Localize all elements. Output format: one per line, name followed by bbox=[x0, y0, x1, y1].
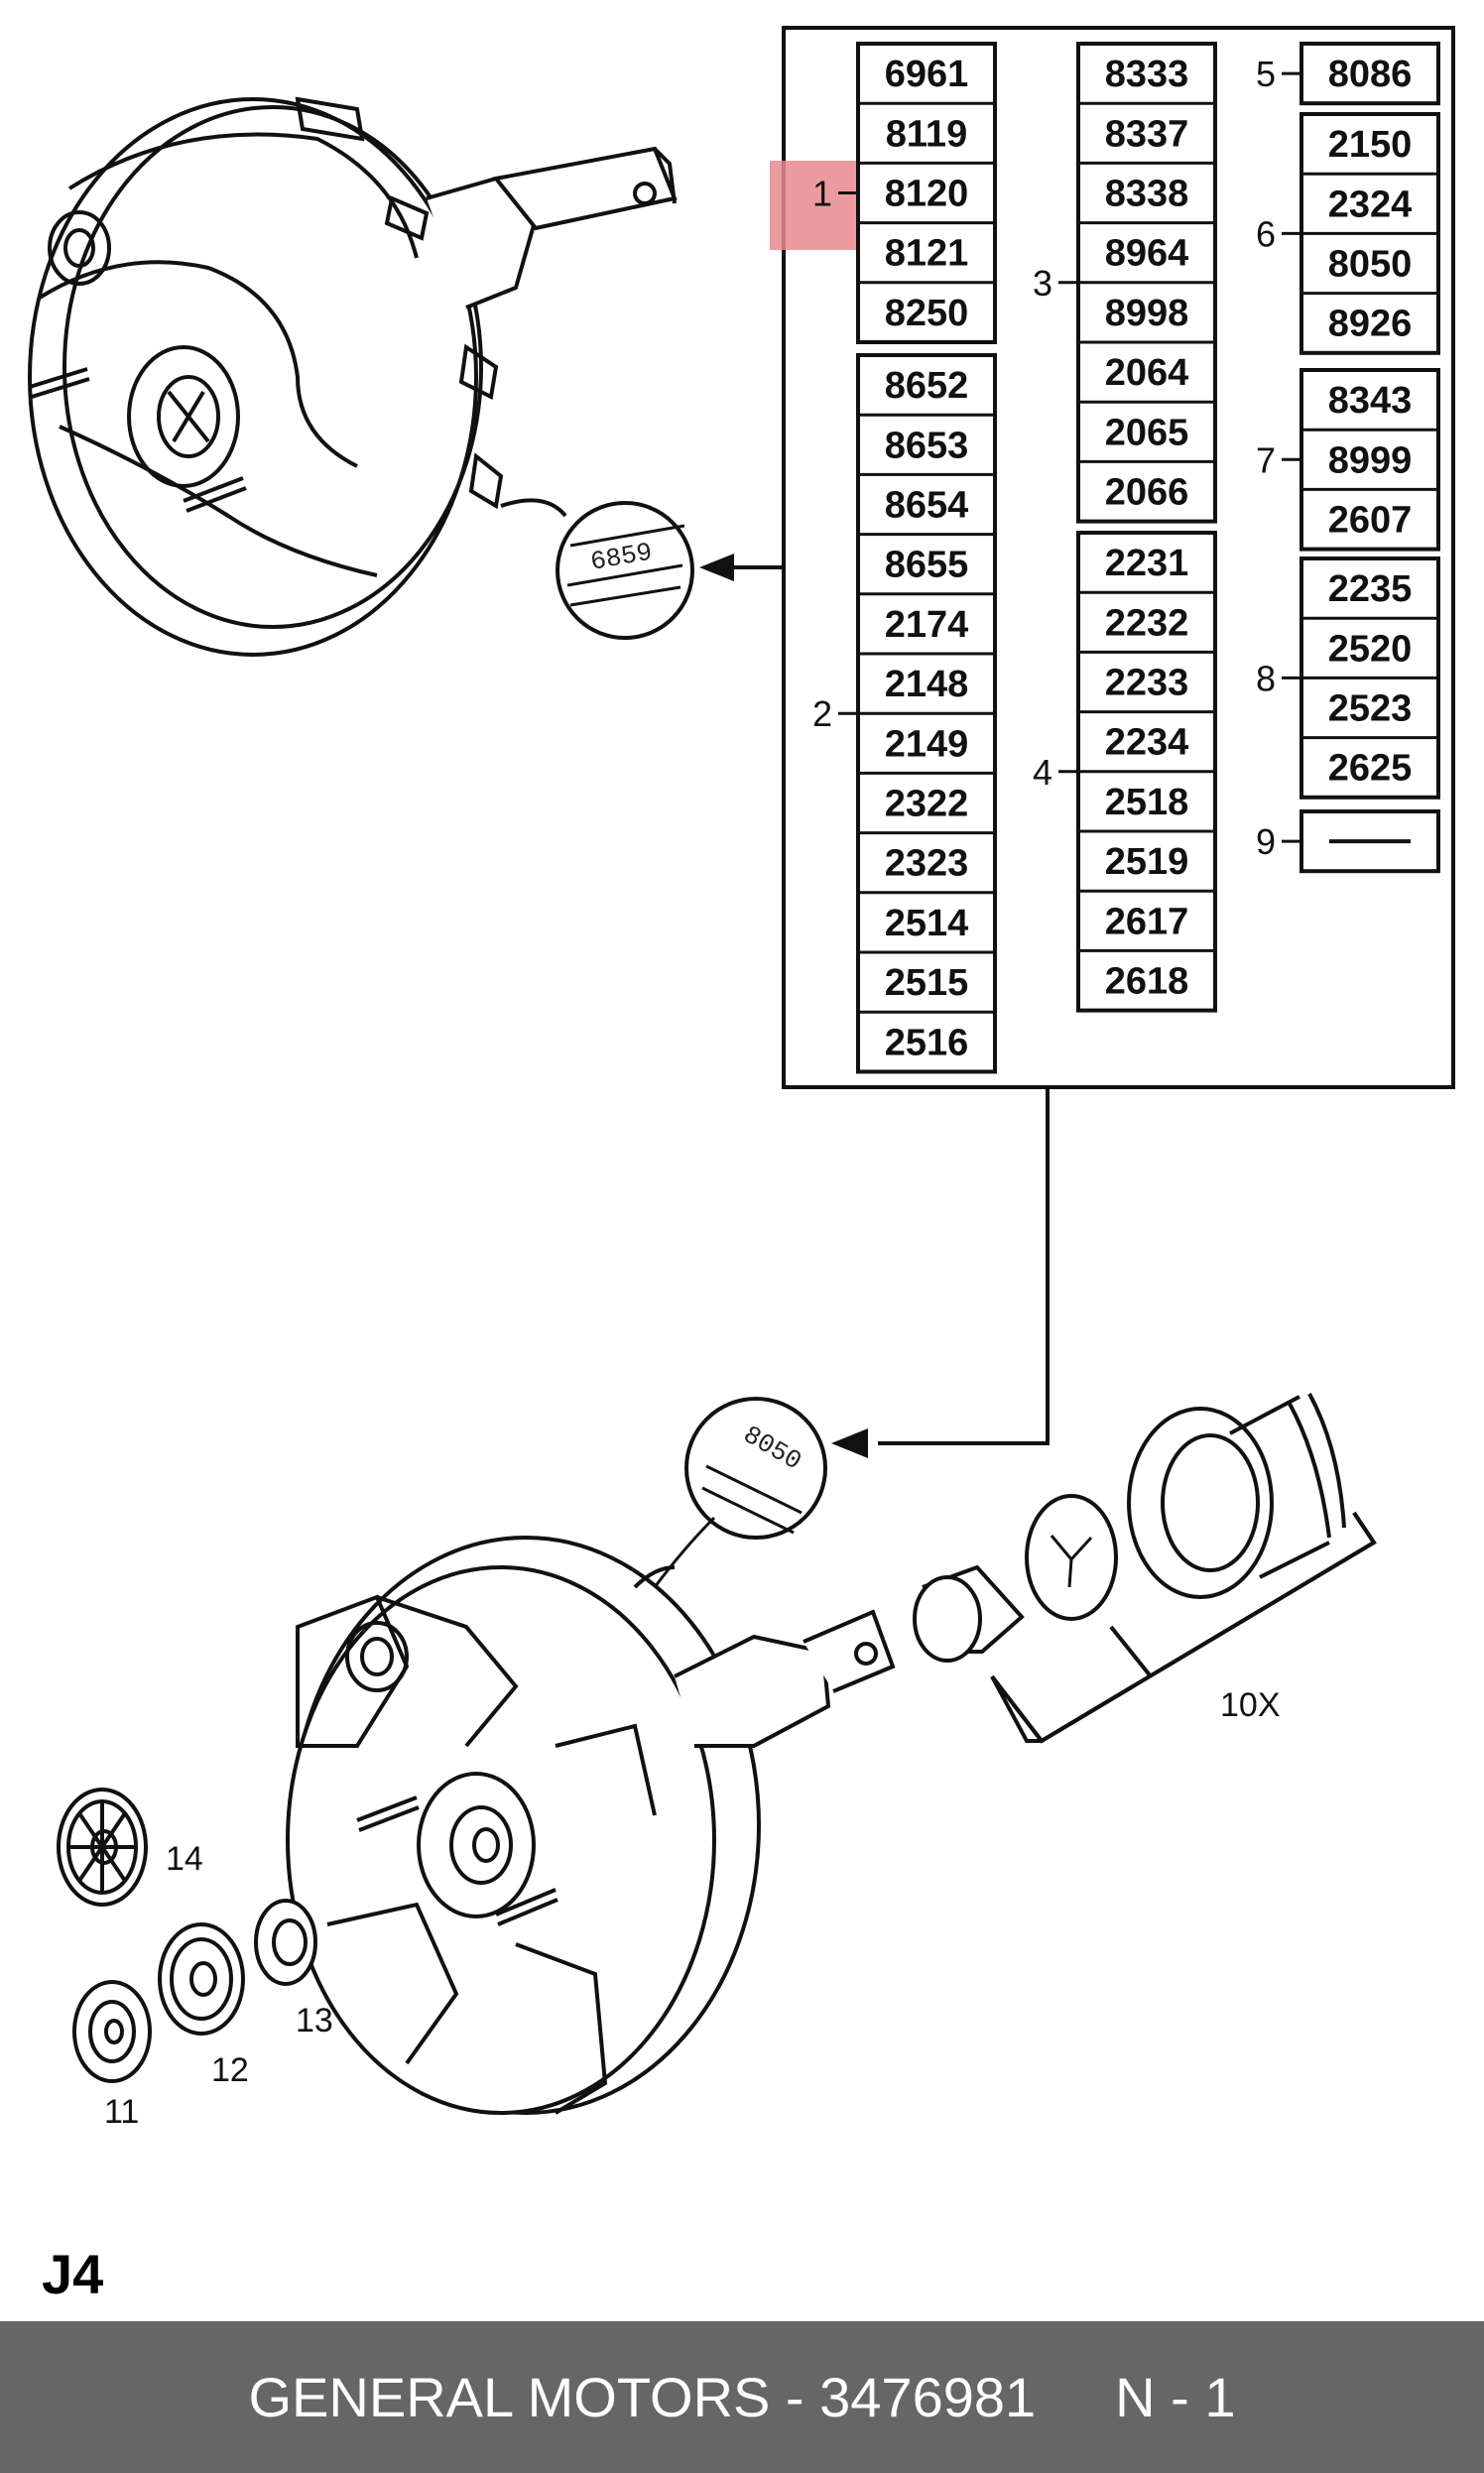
code-cell: 2607 bbox=[1328, 500, 1413, 542]
code-cell: 8338 bbox=[1105, 174, 1189, 215]
footer-brand: GENERAL MOTORS bbox=[248, 2366, 771, 2428]
kit-part-foam-disc bbox=[1025, 1494, 1118, 1621]
code-cell: 2066 bbox=[1105, 472, 1189, 514]
kit-bracket-base bbox=[990, 1511, 1377, 1744]
code-group-6: 2150 2324 8050 8926 6 bbox=[1256, 112, 1440, 355]
code-cell: 2149 bbox=[885, 723, 969, 765]
code-cell: 2518 bbox=[1105, 782, 1189, 823]
code-cell: 2519 bbox=[1105, 841, 1189, 883]
code-cell: 8926 bbox=[1328, 304, 1413, 345]
code-cell: 2520 bbox=[1328, 628, 1413, 670]
code-cell: 2514 bbox=[885, 903, 969, 944]
group-number: 2 bbox=[812, 693, 832, 734]
code-cell: 8333 bbox=[1105, 54, 1189, 95]
group-number: 8 bbox=[1256, 658, 1276, 698]
code-cell: 2150 bbox=[1328, 124, 1413, 166]
code-cell: 2148 bbox=[885, 664, 969, 705]
arrowhead-bottom bbox=[831, 1428, 868, 1458]
footer-bar: GENERAL MOTORS - 3476981 N - 1 bbox=[0, 2321, 1484, 2473]
footer-suffix: N - 1 bbox=[1115, 2366, 1236, 2428]
callout-14: 14 bbox=[166, 1840, 203, 1878]
code-group-3: 8333 8337 8338 8964 8998 2064 2065 2066 3 bbox=[1033, 42, 1217, 524]
footer-separator: - bbox=[785, 2366, 804, 2428]
stamp-magnifier-top: 6859 bbox=[556, 501, 694, 640]
code-cell: 2235 bbox=[1328, 568, 1413, 610]
part-13-washer bbox=[254, 1899, 317, 1986]
code-cell: 8119 bbox=[886, 113, 967, 155]
code-cell: 8999 bbox=[1328, 439, 1413, 481]
code-cell: 2232 bbox=[1105, 602, 1189, 644]
code-cell: 8655 bbox=[885, 545, 969, 586]
code-cell: 8343 bbox=[1328, 380, 1413, 422]
code-cell: 2323 bbox=[885, 843, 969, 885]
code-cell: 2064 bbox=[1105, 352, 1189, 394]
code-cell: 2234 bbox=[1105, 722, 1189, 764]
code-group-7: 8343 8999 2607 7 bbox=[1256, 368, 1440, 552]
code-cell: 2625 bbox=[1328, 748, 1413, 790]
code-cell: 2174 bbox=[885, 604, 969, 646]
code-group-9: 9 bbox=[1256, 809, 1440, 874]
code-columns: 6961811981208121825018652865386548655217… bbox=[812, 42, 1440, 1074]
code-cell: 6961 bbox=[885, 54, 969, 95]
code-group-4: 2231 2232 2233 2234 2518 2519 2617 2618 4 bbox=[1033, 531, 1217, 1013]
callout-13: 13 bbox=[296, 2002, 333, 2040]
code-cell: 2515 bbox=[885, 962, 969, 1004]
callout-11: 11 bbox=[104, 2093, 139, 2131]
group-number: 9 bbox=[1256, 821, 1276, 862]
code-cell: 8998 bbox=[1105, 293, 1189, 334]
part-11-retainer bbox=[72, 1980, 152, 2083]
code-cell: 2233 bbox=[1105, 663, 1189, 704]
code-cell: 2618 bbox=[1105, 961, 1189, 1003]
reference-code: J4 bbox=[42, 2243, 103, 2305]
code-cell: 8654 bbox=[885, 485, 969, 527]
code-group-2: 8652 8653 8654 8655 2174 2148 2149 2322 2323 2514… bbox=[812, 353, 997, 1074]
group-number: 5 bbox=[1256, 54, 1276, 94]
code-table-frame bbox=[782, 26, 1455, 1089]
stamp-magnifier-bottom: 8050 bbox=[653, 1397, 827, 1588]
code-cell: 2516 bbox=[885, 1022, 969, 1063]
kit-part-filter-cylinder bbox=[913, 1564, 1025, 1663]
brake-booster-bottom bbox=[286, 1536, 896, 2115]
code-cell: 8250 bbox=[885, 293, 969, 334]
footer-part-number: 3476981 bbox=[819, 2366, 1037, 2428]
group-number: 7 bbox=[1256, 439, 1276, 480]
group-number: 6 bbox=[1256, 213, 1276, 254]
code-cell: 8050 bbox=[1328, 244, 1413, 286]
code-cell: 8120 bbox=[885, 174, 969, 215]
highlight-marker bbox=[770, 161, 858, 250]
code-cell: 2065 bbox=[1105, 412, 1189, 453]
code-cell: 2324 bbox=[1328, 184, 1413, 225]
code-group-5: 8086 5 bbox=[1256, 42, 1440, 106]
arrowhead-top bbox=[699, 554, 734, 581]
part-14-seal-disc bbox=[57, 1788, 148, 1907]
group-number: 3 bbox=[1033, 263, 1052, 304]
brake-booster-top bbox=[28, 96, 678, 657]
code-cell: 8653 bbox=[885, 425, 969, 466]
code-group-1: 6961 8119 8120 8121 8250 1 bbox=[812, 42, 997, 344]
parts-diagram: 6859 69618119812081218250186528653865486… bbox=[28, 26, 1455, 2305]
connector-line bbox=[878, 1087, 1050, 1445]
code-cell: 2523 bbox=[1328, 688, 1413, 730]
part-12-filter-disc bbox=[158, 1922, 245, 2036]
code-cell: 2322 bbox=[885, 784, 969, 825]
callout-10x: 10X bbox=[1220, 1686, 1281, 1724]
kit-part-boot bbox=[1127, 1393, 1346, 1599]
code-cell: 8652 bbox=[885, 365, 969, 407]
code-cell: 8964 bbox=[1105, 233, 1189, 275]
code-cell: 2617 bbox=[1105, 901, 1189, 942]
group-number: 1 bbox=[812, 174, 832, 214]
code-group-8: 2235 2520 2523 2625 8 bbox=[1256, 556, 1440, 800]
code-cell: 8086 bbox=[1328, 54, 1413, 95]
callout-12: 12 bbox=[211, 2051, 249, 2089]
code-cell: 2231 bbox=[1105, 543, 1189, 584]
code-cell: 8337 bbox=[1105, 113, 1189, 155]
code-cell: 8121 bbox=[885, 233, 969, 275]
group-number: 4 bbox=[1033, 752, 1052, 793]
